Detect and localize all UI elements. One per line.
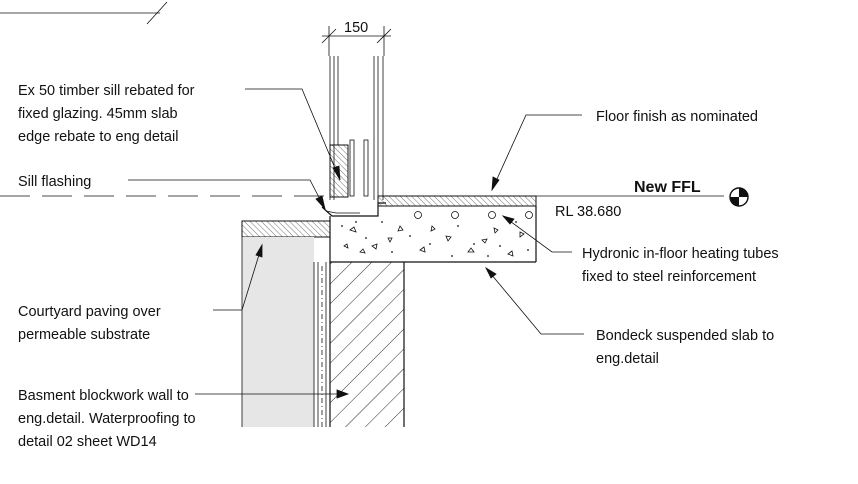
dimension-150: 150: [321, 20, 392, 56]
label-basement: Basment blockwork wall to eng.detail. Wa…: [18, 388, 200, 450]
label-timber-sill: Ex 50 timber sill rebated for fixed glaz…: [18, 83, 199, 145]
level-marker-icon: [729, 187, 749, 207]
hydronic-tubes: [414, 211, 533, 219]
break-line: [0, 1, 168, 25]
basement-wall: [313, 262, 405, 427]
dimension-value: 150: [344, 20, 368, 36]
concrete-slab: [329, 206, 537, 263]
courtyard-paving: [241, 220, 331, 427]
leader-lines: [128, 88, 584, 399]
label-courtyard: Courtyard paving over permeable substrat…: [18, 304, 165, 343]
sill-flashing: [321, 202, 386, 217]
label-sill-flashing: Sill flashing: [18, 174, 91, 190]
label-floor-finish: Floor finish as nominated: [596, 109, 758, 125]
floor-finish: [377, 195, 537, 207]
label-hydronic: Hydronic in-floor heating tubes fixed to…: [582, 246, 783, 285]
level-rl: RL 38.680: [555, 204, 621, 220]
level-name: New FFL: [634, 179, 701, 196]
label-bondeck: Bondeck suspended slab to eng.detail: [596, 328, 778, 367]
